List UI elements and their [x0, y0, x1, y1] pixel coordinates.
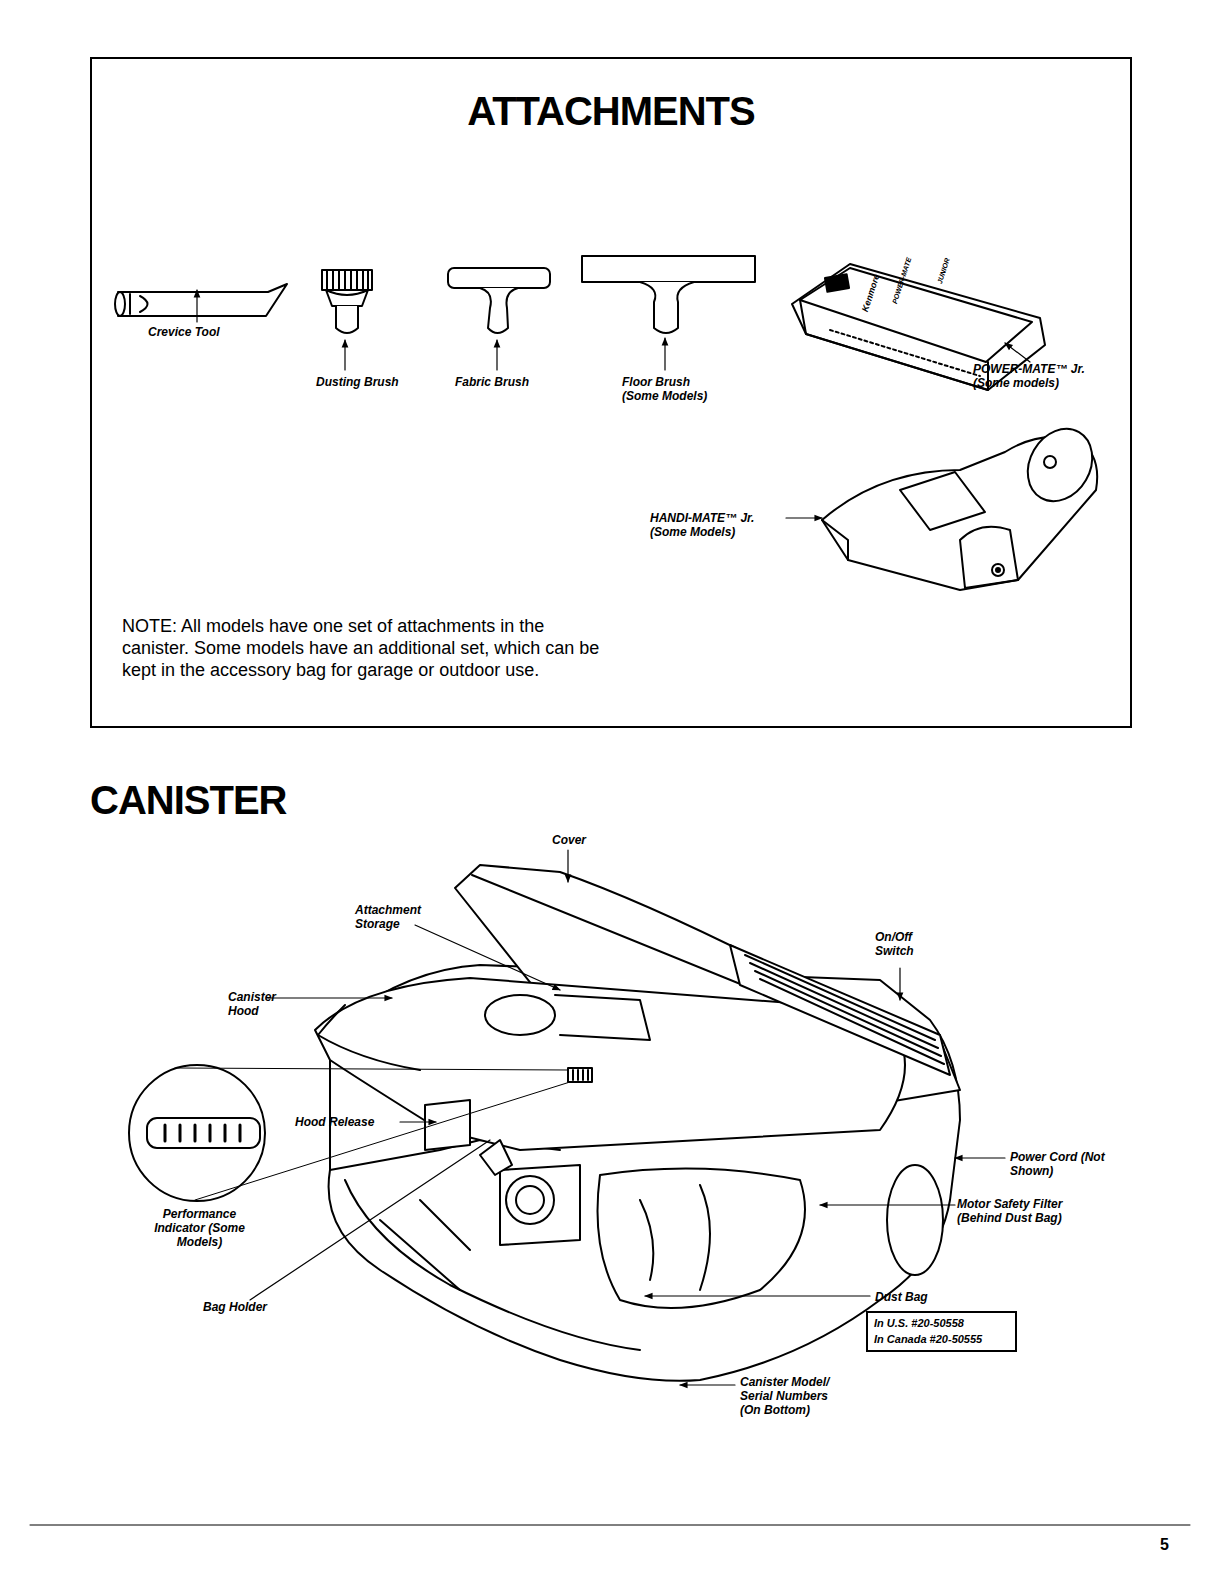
canister-illustration [315, 865, 960, 1381]
page-title: CANISTER [90, 778, 286, 823]
part-label: Hood Release [295, 1115, 395, 1129]
note-text: In Canada #20-50555 [874, 1332, 1014, 1347]
part-label: Performance Indicator (Some Models) [152, 1207, 247, 1249]
attachments-panel: ATTACHMENTS NOTE: All models have one set… [90, 57, 1132, 728]
part-label: POWER-MATE™ Jr. (Some models) [973, 362, 1113, 390]
note-text: In U.S. #20-50558 [874, 1316, 1014, 1331]
dusting-brush [322, 270, 372, 333]
floor-brush [582, 256, 755, 333]
part-label: Canister Model/ Serial Numbers (On Botto… [740, 1375, 840, 1417]
note-text: NOTE: All models have one set of attachm… [122, 615, 612, 681]
part-label: JUNIOR [935, 257, 952, 285]
crevice-tool [115, 284, 287, 316]
part-label: Dusting Brush [316, 375, 426, 389]
part-label: Canister Hood [228, 990, 283, 1018]
performance-indicator-detail [129, 1065, 570, 1201]
part-label: Crevice Tool [148, 325, 248, 339]
part-number-box: In U.S. #20-50558In Canada #20-50555 [866, 1311, 1017, 1352]
part-label: Cover [552, 833, 612, 847]
part-label: Motor Safety Filter (Behind Dust Bag) [957, 1197, 1082, 1225]
part-label: HANDI-MATE™ Jr. (Some Models) [650, 511, 756, 539]
handi-mate-nozzle [822, 417, 1105, 590]
part-label: Dust Bag [875, 1290, 955, 1304]
part-label: On/Off Switch [875, 930, 930, 958]
part-label: Bag Holder [203, 1300, 283, 1314]
part-label: Floor Brush (Some Models) [622, 375, 722, 403]
part-label: Power Cord (Not Shown) [1010, 1150, 1105, 1178]
page-number: 5 [1160, 1536, 1190, 1554]
part-label: Fabric Brush [455, 375, 555, 389]
panel-heading: ATTACHMENTS [92, 89, 1130, 134]
part-label: Attachment Storage [355, 903, 440, 931]
fabric-brush [448, 268, 550, 333]
leader-lines [30, 290, 1190, 1525]
